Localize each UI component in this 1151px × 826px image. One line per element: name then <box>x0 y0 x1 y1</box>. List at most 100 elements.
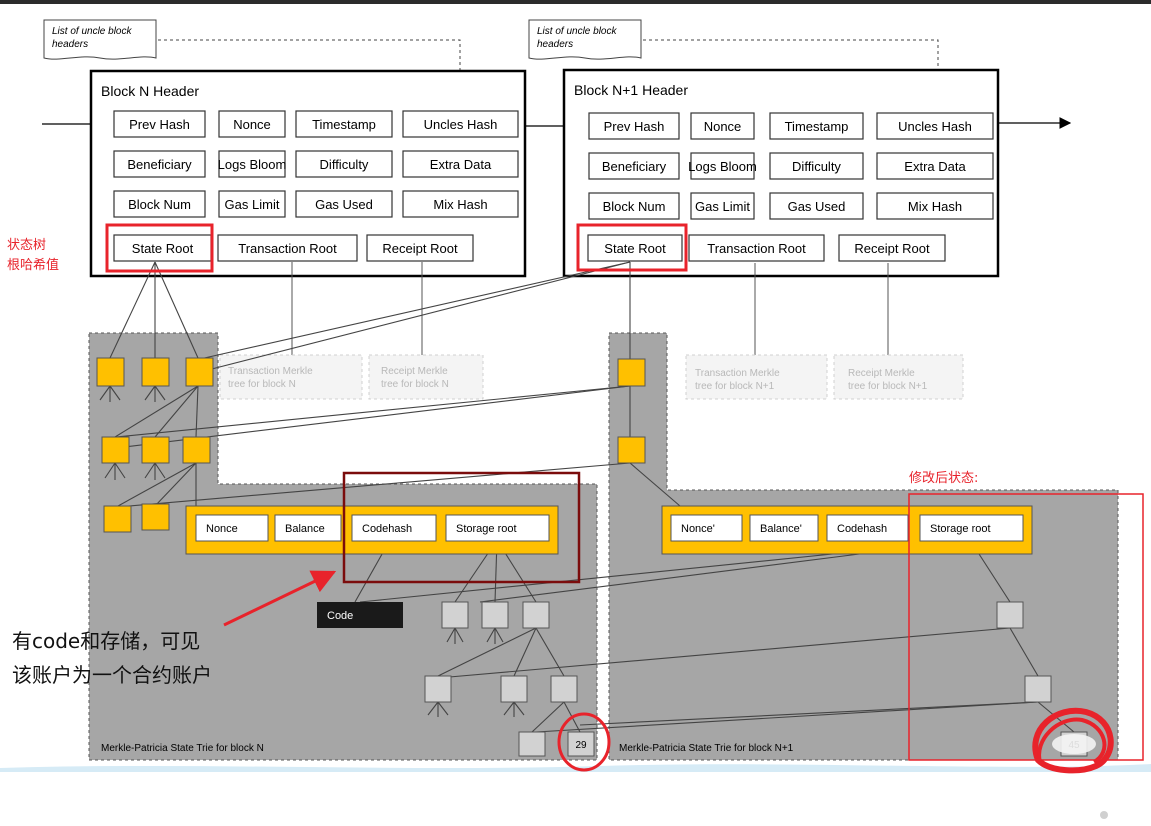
block-n-state-root-label: State Root <box>132 241 194 256</box>
account-n1-balance-box <box>749 514 819 542</box>
block-n1-logs-bloom-box <box>690 152 755 180</box>
block-n1-prev-hash-box <box>588 112 680 140</box>
block-n-nonce-label: Nonce <box>233 117 271 132</box>
trie-node <box>141 357 170 387</box>
block-n-transaction-root-box <box>217 234 358 262</box>
block-n-transaction-root-label: Transaction Root <box>238 241 337 256</box>
block-n1-nonce-box <box>690 112 755 140</box>
block-n1-state-root-label: State Root <box>604 241 666 256</box>
block-n1-title: Block N+1 Header <box>574 82 688 98</box>
account-n-storage-root-box <box>445 514 550 542</box>
trie-node <box>103 505 132 533</box>
code-box <box>317 602 403 628</box>
block-n-difficulty-box <box>295 150 393 178</box>
block-n1-beneficiary-label: Beneficiary <box>602 159 667 174</box>
block-n1-difficulty-label: Difficulty <box>792 159 841 174</box>
state-root-annotation-line2: 根哈希值 <box>7 257 59 273</box>
block-n1-logs-bloom-label: Logs Bloom <box>688 159 757 174</box>
block-n1-transaction-root-box <box>688 234 825 262</box>
block-n-timestamp-label: Timestamp <box>312 117 376 132</box>
contract-fields-highlight <box>342 471 581 584</box>
trie-label-n: Merkle-Patricia State Trie for block N <box>101 743 264 754</box>
leaf-circle-n <box>557 712 611 772</box>
block-n-uncles-hash-box <box>402 110 519 138</box>
block-n-mix-hash-label: Mix Hash <box>433 197 487 212</box>
block-n1-mix-hash-label: Mix Hash <box>908 199 962 214</box>
block-n1-block-num-label: Block Num <box>603 199 666 214</box>
account-n1-codehash-label: Codehash <box>837 523 887 535</box>
trie-node <box>617 358 646 387</box>
state-root-highlight-n1 <box>576 223 688 272</box>
block-n-prev-hash-box <box>113 110 206 138</box>
block-n1-state-root-box <box>587 234 683 262</box>
block-n-block-num-label: Block Num <box>128 197 191 212</box>
block-n-uncles-hash-label: Uncles Hash <box>424 117 498 132</box>
block-n-block-num-box <box>113 190 206 218</box>
block-n-receipt-root-label: Receipt Root <box>382 241 458 256</box>
block-n1-block-num-box <box>588 192 680 220</box>
block-n1-receipt-root-label: Receipt Root <box>854 241 930 256</box>
leaf-scribble-n1 <box>1032 707 1114 774</box>
storage-node <box>481 601 509 629</box>
block-n-title: Block N Header <box>101 83 199 99</box>
uncle-headers-note-n1: List of uncle block headers <box>528 19 642 60</box>
trie-node <box>141 436 170 464</box>
state-root-annotation-line1: 状态树 <box>7 238 46 253</box>
block-n1-timestamp-box <box>769 112 864 140</box>
account-n-storage-root-label: Storage root <box>456 523 517 535</box>
account-n-nonce-box <box>195 514 269 542</box>
block-n-logs-bloom-box <box>218 150 286 178</box>
block-n1-receipt-root-box <box>838 234 946 262</box>
block-n-receipt-root-box <box>366 234 474 262</box>
block-n-gas-limit-label: Gas Limit <box>225 197 280 212</box>
block-n-extra-data-label: Extra Data <box>430 157 492 172</box>
block-n1-gas-limit-label: Gas Limit <box>695 199 750 214</box>
account-n1-nonce-box <box>670 514 743 542</box>
account-n1-nonce-label: Nonce' <box>681 523 715 535</box>
block-n-extra-data-box <box>402 150 519 178</box>
contract-annotation-line1: 有code和存储，可见 <box>12 629 200 653</box>
state-root-highlight-n <box>105 223 214 273</box>
modified-state-annotation: 修改后状态: <box>909 471 978 486</box>
trie-label-n1: Merkle-Patricia State Trie for block N+1 <box>619 743 794 754</box>
code-label: Code <box>327 610 353 622</box>
leaf-value-n: 29 <box>575 740 587 751</box>
block-n1-nonce-label: Nonce <box>704 119 742 134</box>
trie-node <box>185 357 214 387</box>
block-n1-extra-data-label: Extra Data <box>904 159 966 174</box>
block-n-gas-used-label: Gas Used <box>315 197 373 212</box>
storage-node <box>500 675 528 703</box>
account-n-codehash-box <box>351 514 437 542</box>
contract-annotation-line2: 该账户为一个合约账户 <box>12 663 212 687</box>
block-n-mix-hash-box <box>402 190 519 218</box>
account-n1-balance-label: Balance' <box>760 523 802 535</box>
block-n1-beneficiary-box <box>588 152 680 180</box>
block-n1-uncles-hash-box <box>876 112 994 140</box>
storage-node <box>518 731 546 757</box>
trie-node <box>141 503 170 531</box>
account-n-codehash-label: Codehash <box>362 523 412 535</box>
block-n-beneficiary-label: Beneficiary <box>127 157 192 172</box>
storage-node <box>441 601 469 629</box>
storage-node <box>522 601 550 629</box>
block-n-timestamp-box <box>295 110 393 138</box>
block-n-logs-bloom-label: Logs Bloom <box>218 157 287 172</box>
account-n1-storage-root-box <box>919 514 1024 542</box>
block-n1-mix-hash-box <box>876 192 994 220</box>
trie-node <box>182 436 211 464</box>
block-n1-extra-data-box <box>876 152 994 180</box>
block-n1-difficulty-box <box>769 152 864 180</box>
account-n-balance-box <box>274 514 342 542</box>
block-n1-gas-used-label: Gas Used <box>788 199 846 214</box>
storage-node <box>424 675 452 703</box>
